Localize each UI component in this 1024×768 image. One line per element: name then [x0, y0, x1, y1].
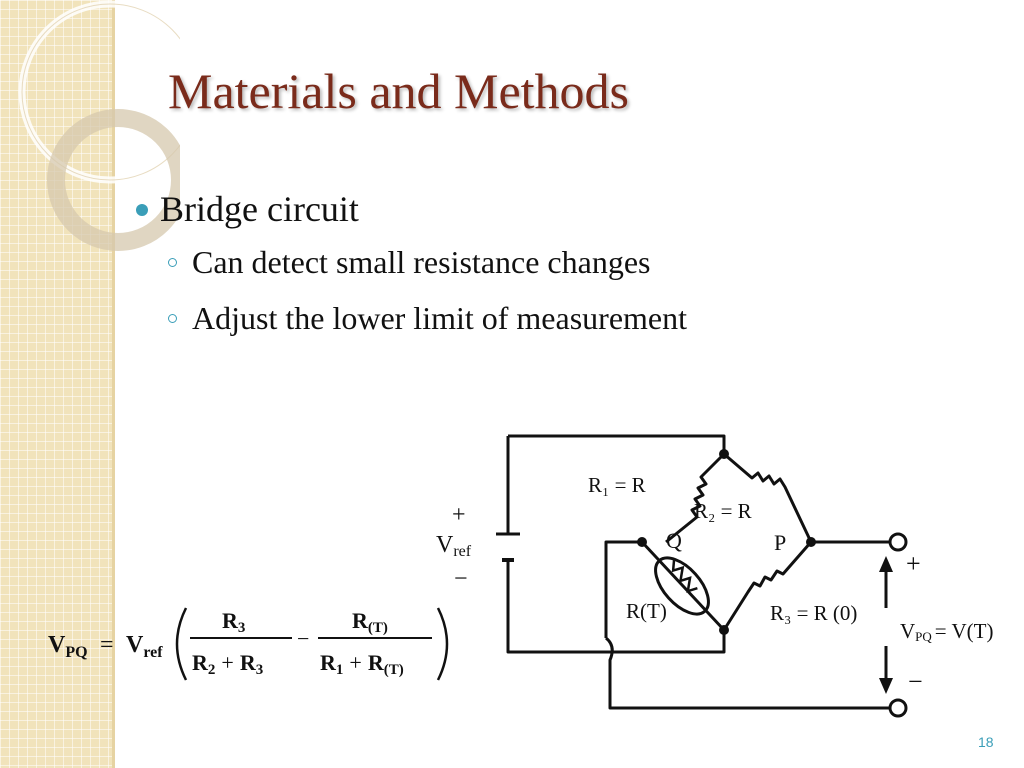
r3-label: R₃ = R (0) [770, 601, 857, 625]
bullet-item: Bridge circuit [130, 186, 687, 232]
resistor-r2 [723, 452, 813, 543]
bullet-dot-icon [136, 204, 148, 216]
vref-label: Vref [436, 532, 472, 560]
decorative-circles [18, 0, 180, 251]
formula-lhs: VPQ [48, 632, 88, 661]
wire-return [604, 636, 890, 710]
rt-label: R(T) [626, 599, 667, 623]
thermistor-rt [654, 556, 710, 616]
sidebar-edge [112, 0, 115, 768]
page-number: 18 [978, 734, 994, 750]
vref-minus-label: − [454, 566, 468, 592]
r1-label: R₁ = R [588, 473, 646, 497]
bullet-text: Bridge circuit [160, 189, 359, 229]
r2-label: R₂ = R [694, 499, 752, 523]
node-top [719, 449, 729, 459]
resistor-r3 [722, 541, 813, 631]
formula-minus: − [297, 626, 309, 651]
vpq-label: VPQ= V(T) [900, 619, 994, 644]
node-p-label: P [774, 530, 786, 555]
terminal-plus [888, 532, 908, 552]
terminal-minus [888, 698, 908, 718]
node-p [806, 537, 816, 547]
arrow-down-icon [879, 678, 893, 694]
formula-left-paren [175, 607, 188, 681]
frac2-numerator: R(T) [352, 608, 388, 636]
bridge-formula: VPQ = Vref R3 R2+R3 − R(T) R1+R(T) [48, 607, 449, 681]
sub-bullet-ring-icon [168, 258, 177, 267]
arrow-up-icon [879, 556, 893, 572]
sub-bullet-item: Adjust the lower limit of measurement [130, 298, 687, 338]
frac1-numerator: R3 [222, 608, 245, 636]
node-bottom [719, 625, 729, 635]
bullet-list: Bridge circuit Can detect small resistan… [130, 186, 687, 338]
wire-q-bottom [640, 540, 726, 632]
output-minus-label: − [908, 667, 923, 696]
wire-top [508, 434, 726, 454]
resistor-r1 [665, 452, 726, 544]
node-q [637, 537, 647, 547]
frac1-denominator: R2+R3 [192, 650, 263, 678]
node-q-label: Q [666, 528, 682, 553]
bridge-circuit-diagram: + Vref − R₁ = R R₂ = R R₃ = R (0) R(T) Q… [436, 434, 994, 718]
wire-left [506, 436, 620, 654]
slide-title: Materials and Methods [168, 63, 630, 119]
output-plus-label: + [906, 549, 921, 578]
sub-bullet-text: Can detect small resistance changes [192, 244, 651, 280]
sub-bullet-text: Adjust the lower limit of measurement [192, 300, 687, 336]
sub-bullet-item: Can detect small resistance changes [130, 242, 687, 282]
wire-q-left [604, 540, 642, 638]
wire-bottom [620, 630, 726, 654]
formula-equals: = [100, 632, 114, 658]
formula-vref: Vref [126, 632, 163, 661]
frac2-denominator: R1+R(T) [320, 650, 404, 678]
formula-right-paren [436, 607, 449, 681]
sub-bullet-ring-icon [168, 314, 177, 323]
vref-plus-label: + [452, 502, 466, 528]
